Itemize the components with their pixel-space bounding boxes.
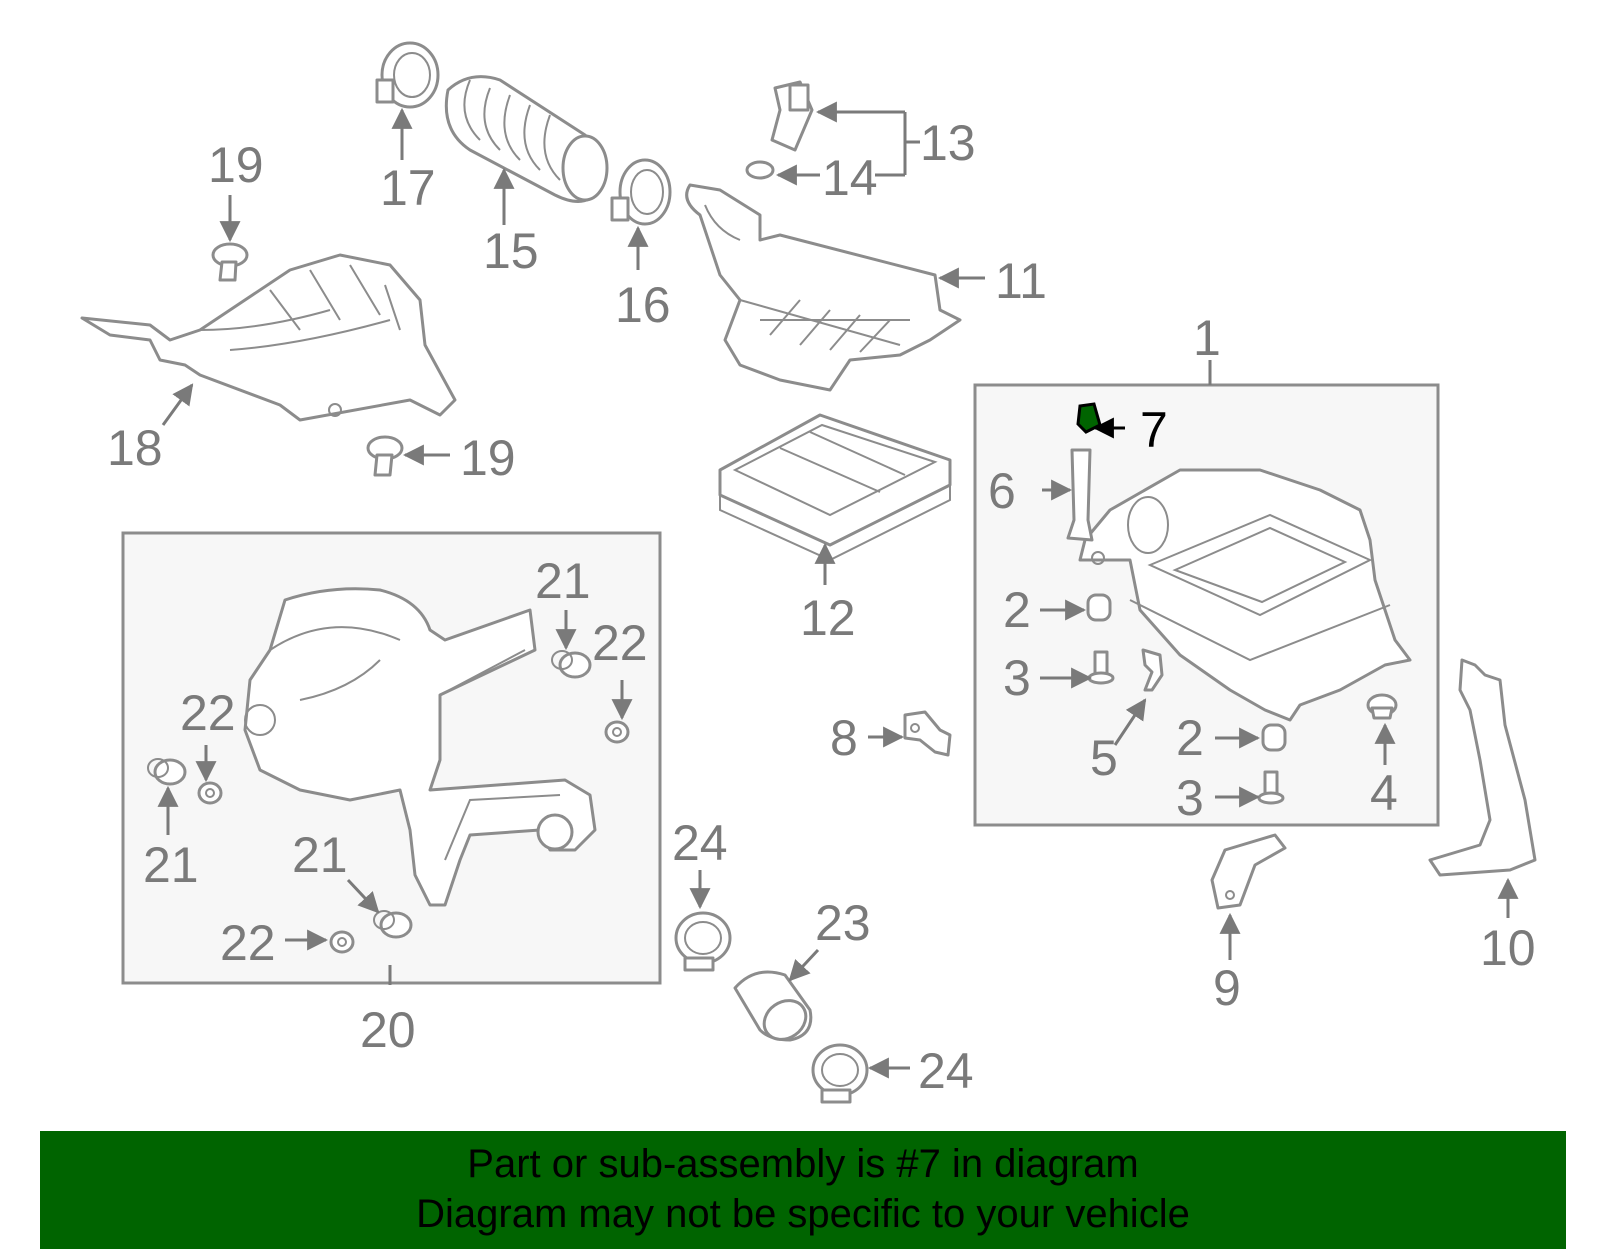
callout-15: 15 <box>483 223 539 279</box>
callout-2: 2 <box>1003 582 1031 638</box>
air-cleaner-cover-part <box>685 183 962 392</box>
hose-clamp-part-24-lower <box>811 1043 869 1104</box>
mount-part-4 <box>1366 693 1398 720</box>
sensor-seal-part <box>745 160 775 180</box>
push-clip-part-19-top <box>211 242 249 282</box>
washer-part-22-c <box>329 930 355 954</box>
hose-part-23 <box>733 970 813 1042</box>
bushing-part-21-c <box>373 910 413 939</box>
callout-3: 3 <box>1003 650 1031 706</box>
callout-14: 14 <box>822 150 878 206</box>
bracket-part-8 <box>903 710 952 757</box>
callout-8: 8 <box>830 710 858 766</box>
bolt-part-3-lower <box>1257 770 1285 805</box>
hose-clamp-part-16 <box>610 158 672 226</box>
callout-5: 5 <box>1090 730 1118 786</box>
callout-19: 19 <box>208 137 264 193</box>
info-banner: Part or sub-assembly is #7 in diagram Di… <box>40 1131 1566 1249</box>
callout-16: 16 <box>615 277 671 333</box>
air-filter-element-part <box>718 413 952 562</box>
seal-strip-part <box>1066 448 1094 542</box>
grommet-part-2-upper <box>1086 593 1112 622</box>
callout-7-highlighted: 7 <box>1140 402 1168 458</box>
callout-23: 23 <box>815 895 871 951</box>
callout-labels: 1 2 2 3 3 4 5 6 7 8 9 10 11 12 13 14 15 … <box>107 115 1536 1099</box>
washer-part-22-b <box>197 781 223 805</box>
callout-24: 24 <box>672 815 728 871</box>
callout-13: 13 <box>920 115 976 171</box>
washer-part-22-a <box>604 720 630 744</box>
leader-lines <box>157 101 1519 1079</box>
callout-21: 21 <box>535 553 591 609</box>
air-intake-duct-part <box>80 253 457 422</box>
callout-19: 19 <box>460 430 516 486</box>
clip-part-5 <box>1141 648 1164 692</box>
intake-hose-part <box>444 75 609 203</box>
callout-1: 1 <box>1193 310 1221 366</box>
push-clip-part-19-bottom <box>366 435 404 477</box>
callout-21: 21 <box>143 837 199 893</box>
hose-clamp-part-24-upper <box>674 911 732 972</box>
callout-24: 24 <box>918 1043 974 1099</box>
callout-22: 22 <box>220 915 276 971</box>
callout-6: 6 <box>988 463 1016 519</box>
engine-mount-part <box>243 587 597 907</box>
air-cleaner-case-part <box>1078 468 1412 722</box>
callout-12: 12 <box>800 590 856 646</box>
callout-20: 20 <box>360 1002 416 1058</box>
bracket-part-9 <box>1210 833 1287 910</box>
callout-3: 3 <box>1176 770 1204 826</box>
callout-11: 11 <box>995 253 1047 309</box>
banner-line-part-notice: Part or sub-assembly is #7 in diagram <box>467 1142 1139 1186</box>
grommet-part-2-lower <box>1261 723 1287 752</box>
callout-22: 22 <box>592 615 648 671</box>
callout-2: 2 <box>1176 710 1204 766</box>
callout-10: 10 <box>1480 920 1536 976</box>
callout-18: 18 <box>107 420 163 476</box>
callout-21: 21 <box>292 827 348 883</box>
callout-9: 9 <box>1213 960 1241 1016</box>
callout-4: 4 <box>1370 765 1398 821</box>
brace-part-10 <box>1428 658 1537 877</box>
hose-clamp-part-17 <box>375 41 440 109</box>
airflow-sensor-part <box>770 80 814 152</box>
callout-17: 17 <box>380 160 436 216</box>
callout-22: 22 <box>180 685 236 741</box>
bushing-part-21-a <box>551 650 592 679</box>
banner-line-vehicle-disclaimer: Diagram may not be specific to your vehi… <box>416 1192 1190 1236</box>
bushing-part-21-b <box>147 758 187 786</box>
